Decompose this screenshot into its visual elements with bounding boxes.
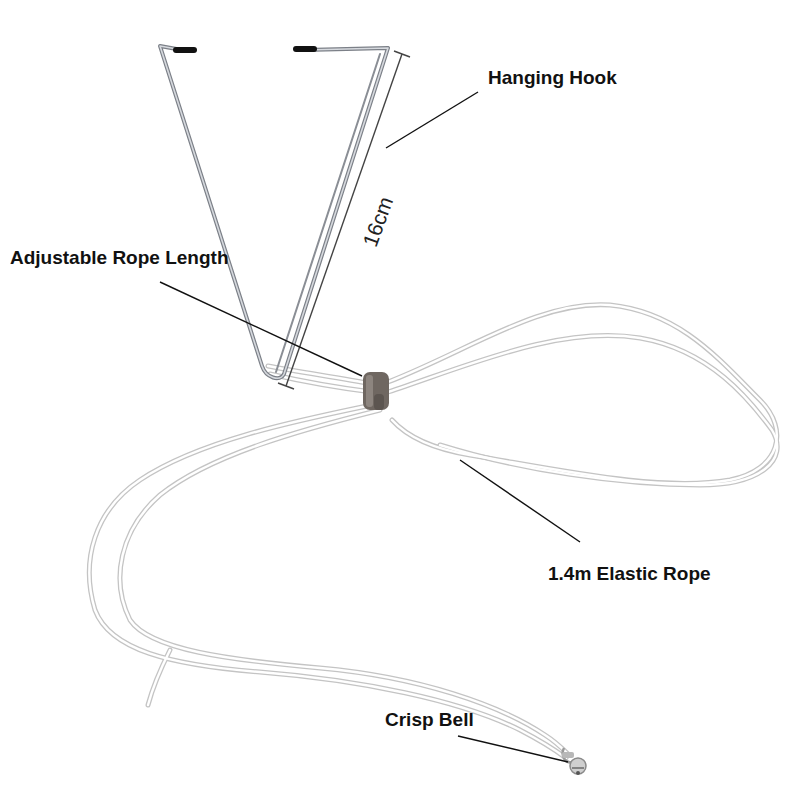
part-label: Crisp Bell	[385, 710, 474, 731]
hanging-hook	[160, 46, 388, 378]
part-label: 1.4m Elastic Rope	[548, 564, 711, 585]
elastic-rope	[89, 305, 777, 758]
dimension-label: 16cm	[358, 194, 397, 250]
rope-stopper	[363, 372, 389, 410]
dimension-line	[278, 51, 410, 389]
leader-line	[160, 92, 580, 762]
part-label: Adjustable Rope Length	[10, 248, 229, 269]
part-label: Hanging Hook	[488, 68, 617, 89]
